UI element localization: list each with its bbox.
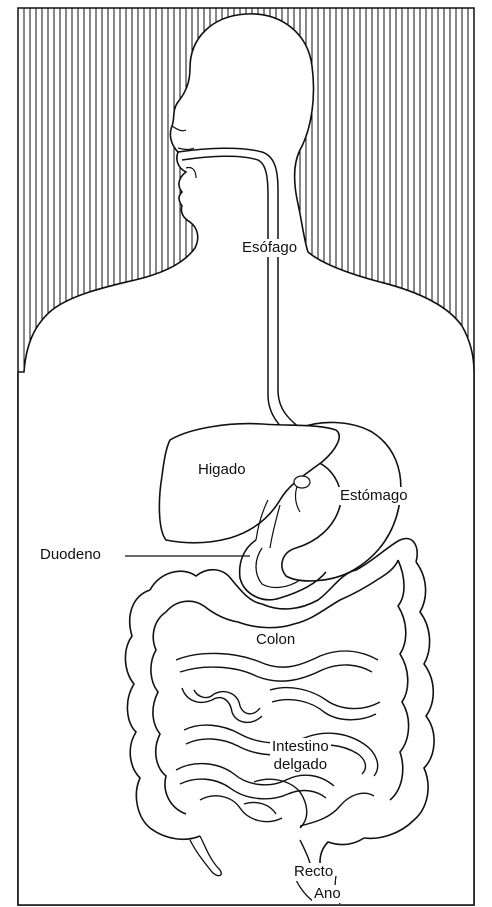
label-colon: Colon: [254, 631, 297, 649]
label-stomach: Estómago: [338, 487, 410, 505]
label-rectum: Recto: [292, 863, 335, 881]
gallbladder: [294, 476, 310, 488]
label-esophagus: Esófago: [240, 239, 299, 257]
label-small-intestine: Intestino delgado: [270, 738, 331, 774]
label-duodenum: Duodeno: [38, 546, 103, 564]
label-anus: Ano: [312, 885, 343, 903]
label-liver: Higado: [196, 461, 248, 479]
